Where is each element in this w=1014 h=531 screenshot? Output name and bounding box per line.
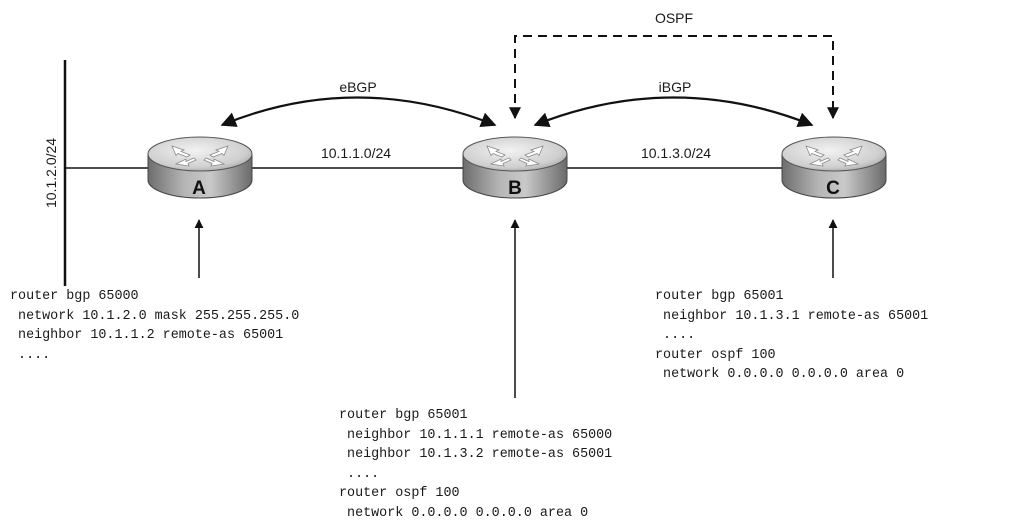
router-a-config: router bgp 65000 network 10.1.2.0 mask 2… <box>10 287 299 365</box>
router-c-label: C <box>826 178 840 199</box>
lan-network-label: 10.1.2.0/24 <box>43 138 59 208</box>
router-c-config: router bgp 65001 neighbor 10.1.3.1 remot… <box>655 287 928 385</box>
router-b: B <box>462 136 568 199</box>
network-b-c-label: 10.1.3.0/24 <box>641 145 711 161</box>
ibgp-session-arrow <box>533 96 814 128</box>
network-a-b-label: 10.1.1.0/24 <box>321 145 391 161</box>
config-line: router ospf 100 <box>339 486 460 501</box>
config-line: router bgp 65001 <box>655 289 784 304</box>
config-line: .... <box>655 328 696 343</box>
router-a-label: A <box>192 178 206 199</box>
config-line: neighbor 10.1.1.2 remote-as 65001 <box>10 328 284 343</box>
router-b-config: router bgp 65001 neighbor 10.1.1.1 remot… <box>339 406 612 523</box>
config-line: router bgp 65000 <box>10 289 139 304</box>
config-line: network 10.1.2.0 mask 255.255.255.0 <box>10 308 300 324</box>
config-line: neighbor 10.1.3.2 remote-as 65001 <box>339 447 613 462</box>
router-b-label: B <box>508 178 522 199</box>
ibgp-label: iBGP <box>659 79 692 95</box>
config-line: router ospf 100 <box>655 347 776 363</box>
config-line: .... <box>10 347 51 363</box>
config-line: network 0.0.0.0 0.0.0.0 area 0 <box>339 505 589 521</box>
config-line: neighbor 10.1.3.1 remote-as 65001 <box>655 308 929 324</box>
ebgp-session-arrow <box>220 96 497 128</box>
ospf-session-line <box>509 35 839 120</box>
config-line: .... <box>339 466 380 482</box>
ebgp-label: eBGP <box>339 79 376 95</box>
router-a: A <box>147 136 253 199</box>
config-line: neighbor 10.1.1.1 remote-as 65000 <box>339 427 613 443</box>
config-line: network 0.0.0.0 0.0.0.0 area 0 <box>655 367 905 382</box>
config-line: router bgp 65001 <box>339 408 468 423</box>
ospf-label: OSPF <box>655 10 693 26</box>
router-c: C <box>781 136 887 199</box>
